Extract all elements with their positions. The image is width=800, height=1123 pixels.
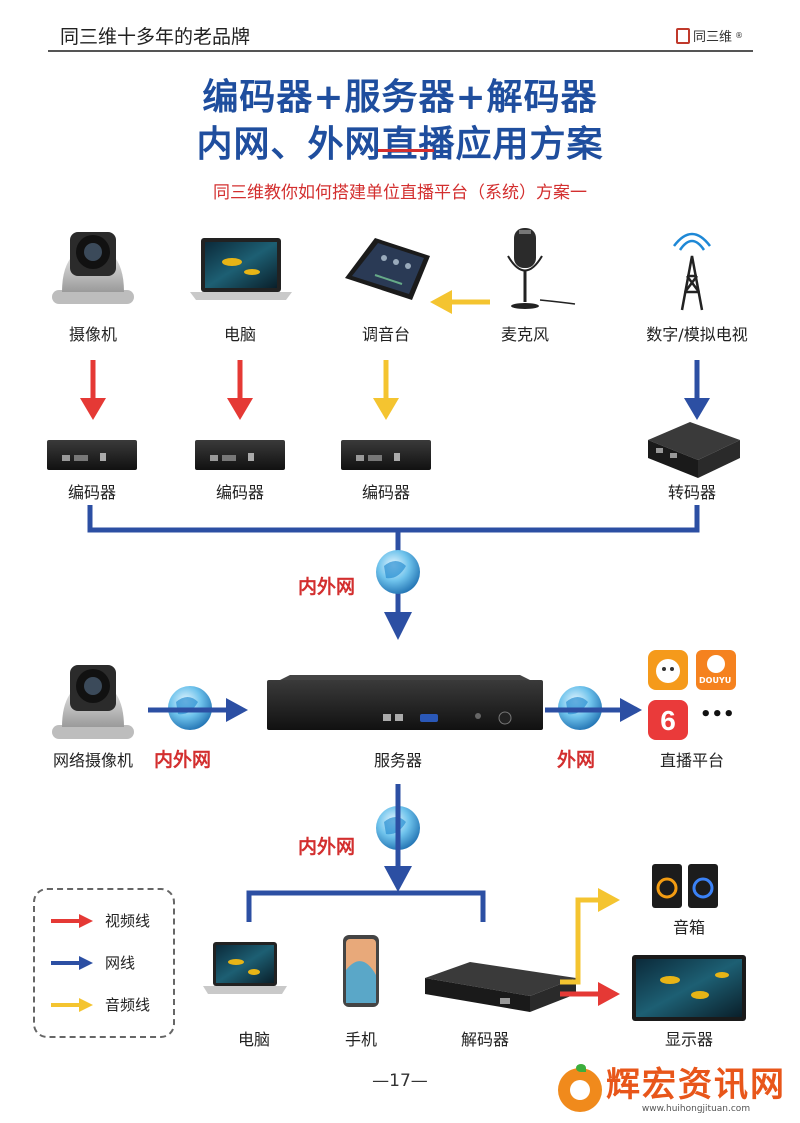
audio-arrow bbox=[373, 360, 399, 420]
huya-logo-icon bbox=[648, 650, 688, 690]
network-arrow bbox=[545, 698, 642, 722]
svg-text:6: 6 bbox=[660, 705, 676, 736]
encoder-device-icon bbox=[341, 440, 431, 470]
encoder-device-icon bbox=[47, 440, 137, 470]
network-camera-icon bbox=[52, 665, 134, 739]
kuaishou-logo-icon: 6 bbox=[648, 700, 688, 740]
video-line-arrow-icon bbox=[51, 913, 93, 928]
label-camera: 摄像机 bbox=[68, 325, 117, 344]
label-computer-bottom: 电脑 bbox=[237, 1030, 270, 1049]
douyu-logo-icon bbox=[696, 650, 736, 690]
watermark-url: www.huihongjituan.com bbox=[641, 1104, 751, 1114]
label-transcoder: 转码器 bbox=[667, 483, 716, 502]
watermark-logo-icon bbox=[558, 1064, 602, 1112]
video-arrow bbox=[80, 360, 106, 420]
watermark-title: 辉宏资讯网 bbox=[606, 1065, 786, 1105]
brand-logo-icon bbox=[676, 27, 690, 44]
subtitle: 同三维教你如何搭建单位直播平台（系统）方案一 bbox=[213, 183, 587, 203]
page-number: —17— bbox=[372, 1071, 428, 1091]
legend-video-label: 视频线 bbox=[105, 912, 151, 930]
header-divider bbox=[48, 50, 753, 52]
label-display: 显示器 bbox=[664, 1030, 713, 1049]
audio-arrow bbox=[430, 290, 490, 314]
laptop-icon bbox=[203, 942, 287, 994]
label-decoder: 解码器 bbox=[460, 1030, 509, 1049]
label-encoder: 编码器 bbox=[215, 483, 264, 502]
label-encoder: 编码器 bbox=[361, 483, 410, 502]
legend: 视频线 网线 音频线 bbox=[33, 888, 175, 1038]
douyu-text: DOUYU bbox=[699, 676, 732, 685]
network-arrow bbox=[384, 866, 412, 892]
audio-line-arrow-icon bbox=[51, 997, 93, 1012]
label-server: 服务器 bbox=[373, 751, 422, 770]
label-tv: 数字/模拟电视 bbox=[646, 325, 748, 344]
network-arrow bbox=[684, 360, 710, 420]
laptop-icon bbox=[190, 238, 292, 300]
label-phone: 手机 bbox=[344, 1030, 377, 1049]
audio-line bbox=[560, 897, 600, 985]
network-arrow bbox=[148, 698, 248, 722]
registered-mark: ® bbox=[735, 31, 744, 40]
brand: 同三维 ® bbox=[676, 26, 743, 45]
main-title-line2: 内网、外网直播应用方案 bbox=[196, 124, 604, 165]
network-line-arrow-icon bbox=[51, 955, 93, 970]
brand-name: 同三维 bbox=[693, 30, 733, 45]
decoder-device-icon bbox=[425, 962, 576, 1012]
network-label-left: 内外网 bbox=[154, 749, 212, 771]
network-label-bottom: 内外网 bbox=[298, 836, 356, 858]
video-arrow bbox=[560, 982, 620, 1006]
network-bus-bottom bbox=[246, 784, 486, 922]
label-computer: 电脑 bbox=[223, 325, 256, 344]
display-icon bbox=[632, 955, 746, 1021]
label-speaker: 音箱 bbox=[672, 918, 705, 937]
watermark: 辉宏资讯网 www.huihongjituan.com bbox=[558, 1062, 786, 1118]
audio-arrow bbox=[598, 888, 620, 912]
legend-network: 网线 bbox=[49, 952, 135, 973]
network-label-top: 内外网 bbox=[298, 576, 356, 598]
label-encoder: 编码器 bbox=[67, 483, 116, 502]
camera-icon bbox=[52, 232, 134, 304]
encoder-device-icon bbox=[195, 440, 285, 470]
speaker-icon bbox=[652, 864, 718, 908]
label-mixer: 调音台 bbox=[361, 325, 410, 344]
legend-video: 视频线 bbox=[49, 910, 150, 931]
header-slogan: 同三维十多年的老品牌 bbox=[60, 26, 251, 48]
label-microphone: 麦克风 bbox=[500, 325, 549, 344]
tv-tower-icon bbox=[673, 232, 711, 311]
more-platforms: ••• bbox=[700, 704, 735, 725]
main-title-line1: 编码器+服务器+解码器 bbox=[202, 77, 598, 118]
microphone-icon bbox=[507, 228, 576, 309]
label-live-platform: 直播平台 bbox=[659, 751, 724, 770]
video-arrow bbox=[227, 360, 253, 420]
server-device-icon bbox=[267, 675, 543, 730]
mixer-icon bbox=[345, 238, 430, 300]
title-underline bbox=[378, 149, 434, 152]
globe-icon bbox=[376, 550, 420, 594]
phone-icon bbox=[343, 935, 379, 1007]
network-label-right: 外网 bbox=[557, 749, 596, 771]
network-arrow bbox=[384, 612, 412, 640]
label-network-camera: 网络摄像机 bbox=[52, 751, 133, 770]
transcoder-device-icon bbox=[648, 422, 740, 478]
legend-network-label: 网线 bbox=[105, 954, 136, 972]
legend-audio-label: 音频线 bbox=[105, 996, 151, 1014]
legend-audio: 音频线 bbox=[49, 994, 150, 1015]
